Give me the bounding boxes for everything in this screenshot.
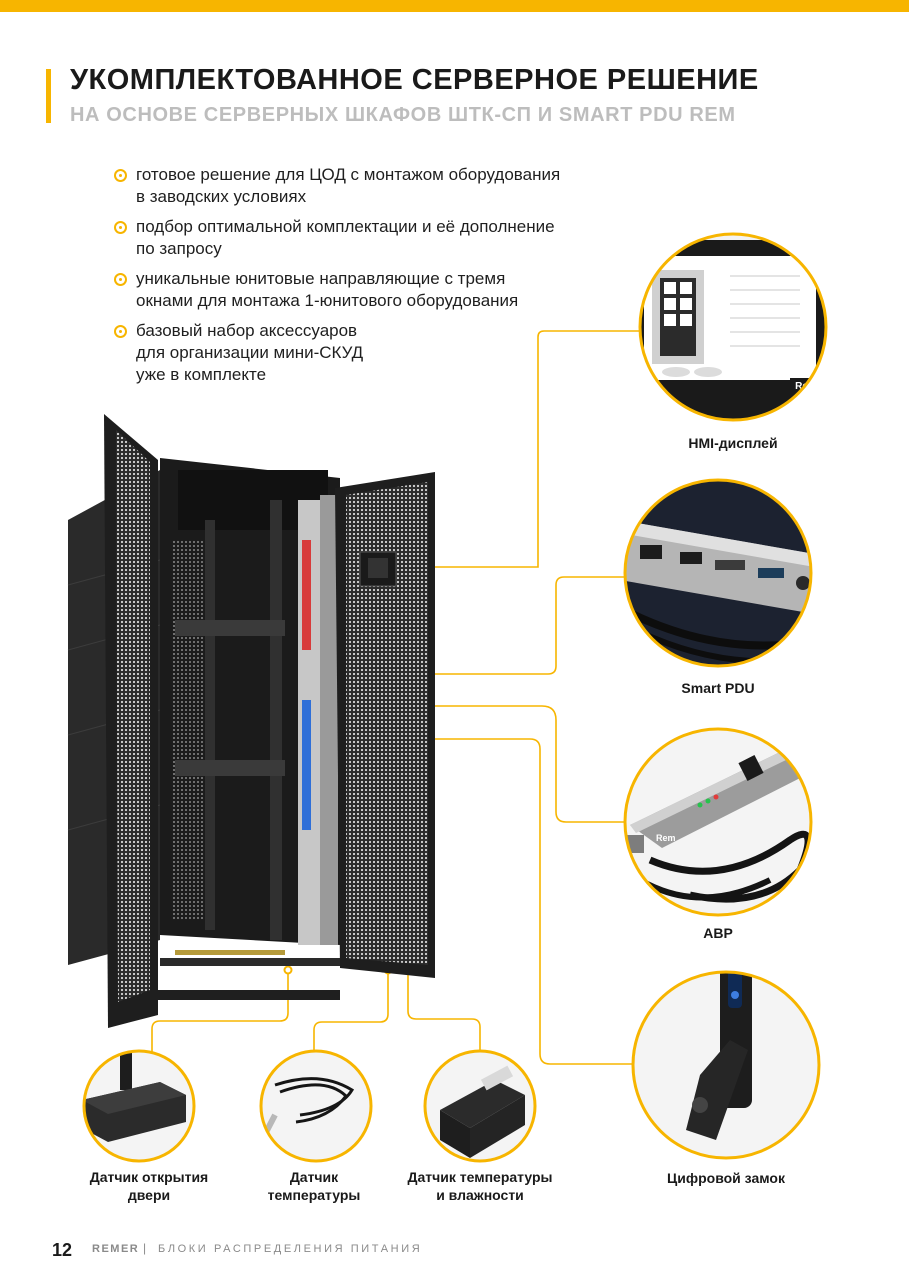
feature-item: уникальные юнитовые направляющие с тремя… xyxy=(112,268,672,312)
feature-text: окнами для монтажа 1-юнитового оборудова… xyxy=(136,291,519,310)
humidity-sensor-label-line: Датчик температуры xyxy=(407,1169,553,1185)
hmi-display-image: Rem xyxy=(638,232,828,422)
bullet-icon xyxy=(114,273,127,286)
door-sensor-connector xyxy=(151,970,289,1052)
page-subtitle: НА ОСНОВЕ СЕРВЕРНЫХ ШКАФОВ ШТК-СП И SMAR… xyxy=(70,104,736,126)
door-sensor-label-line: Датчик открытия xyxy=(89,1169,209,1185)
footer-separator: | xyxy=(143,1241,147,1255)
temperature-sensor-label-line: температуры xyxy=(267,1187,361,1203)
temp-sensor-connector xyxy=(313,970,389,1052)
bullet-icon xyxy=(114,169,127,182)
avr-label: АВР xyxy=(703,925,733,941)
hmi-connector xyxy=(396,330,640,568)
lock-connector xyxy=(428,738,634,1065)
feature-text: уже в комплекте xyxy=(136,365,267,384)
pdu-connector xyxy=(310,576,625,675)
footer-brand: REMER xyxy=(92,1243,140,1255)
hmi-display-label: HMI-дисплей xyxy=(688,435,778,451)
feature-item: подбор оптимальной комплектации и её доп… xyxy=(112,216,672,260)
temperature-sensor-label: Датчик температуры xyxy=(234,1168,394,1204)
temperature-sensor-image xyxy=(259,1049,373,1163)
feature-text: по запросу xyxy=(136,239,222,258)
avr-image: Rem xyxy=(623,727,813,917)
connector-lines xyxy=(151,330,640,1065)
feature-text: готовое решение для ЦОД с монтажом обору… xyxy=(136,165,561,184)
temperature-sensor-label-line: Датчик xyxy=(289,1169,339,1185)
feature-text: для организации мини-СКУД xyxy=(136,343,364,362)
feature-text: базовый набор аксессуаров xyxy=(136,321,358,340)
digital-lock-label: Цифровой замок xyxy=(667,1170,785,1186)
feature-list: готовое решение для ЦОД с монтажом обору… xyxy=(112,164,672,394)
footer-section-title: БЛОКИ РАСПРЕДЕЛЕНИЯ ПИТАНИЯ xyxy=(158,1243,423,1255)
humidity-sensor-connector xyxy=(407,970,481,1052)
feature-text: в заводских условиях xyxy=(136,187,307,206)
bullet-icon xyxy=(114,325,127,338)
smart-pdu-label: Smart PDU xyxy=(681,680,755,696)
feature-text: подбор оптимальной комплектации и её доп… xyxy=(136,217,555,236)
feature-text: уникальные юнитовые направляющие с тремя xyxy=(136,269,506,288)
humidity-sensor-label-line: и влажности xyxy=(436,1187,524,1203)
feature-item: готовое решение для ЦОД с монтажом обору… xyxy=(112,164,672,208)
feature-item: базовый набор аксессуаров для организаци… xyxy=(112,320,672,386)
humidity-sensor-image xyxy=(423,1049,537,1163)
page-number: 12 xyxy=(52,1240,73,1260)
page-title: УКОМПЛЕКТОВАННОЕ СЕРВЕРНОЕ РЕШЕНИЕ xyxy=(70,64,759,96)
humidity-sensor-label: Датчик температуры и влажности xyxy=(388,1168,572,1204)
avr-connector xyxy=(300,705,626,823)
server-rack-image xyxy=(67,414,435,1028)
bullet-icon xyxy=(114,221,127,234)
digital-lock-image xyxy=(631,970,821,1160)
door-sensor-label: Датчик открытия двери xyxy=(64,1168,234,1204)
avr-logo-text: Rem xyxy=(656,833,676,843)
door-sensor-image xyxy=(82,1049,196,1163)
smart-pdu-image xyxy=(623,478,813,668)
title-accent-bar xyxy=(46,69,51,123)
door-sensor-label-line: двери xyxy=(127,1187,171,1203)
top-accent-bar xyxy=(0,0,909,12)
